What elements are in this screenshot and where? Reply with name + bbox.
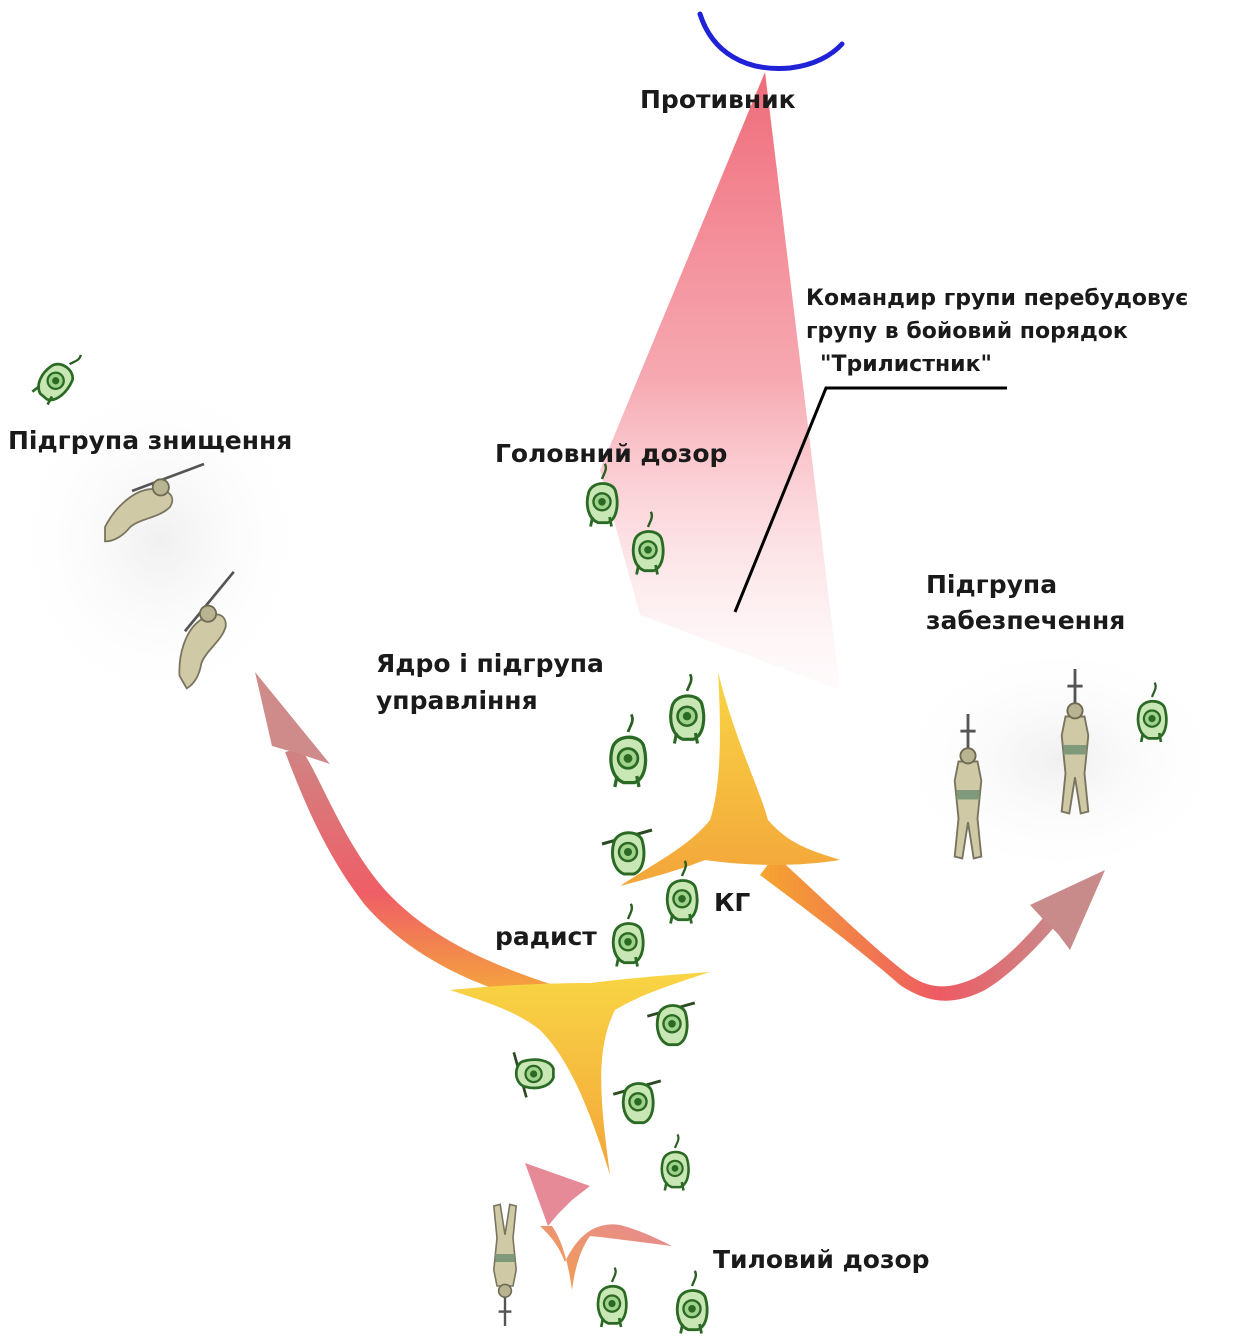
enemy-arc-icon <box>700 14 842 69</box>
enemy-label: Противник <box>640 82 796 118</box>
rear-fork <box>540 1224 672 1290</box>
support-area-halo <box>890 640 1230 880</box>
soldier-top-view-icon <box>598 1268 626 1327</box>
soldier-top-view-icon <box>613 1081 661 1123</box>
core-subgroup-line-1: Ядро і підгрупа <box>376 646 604 682</box>
radio-operator-label: радист <box>495 919 597 955</box>
soldier-top-view-icon <box>602 830 652 874</box>
soldier-top-view-icon <box>514 1052 554 1097</box>
soldier-standing-icon <box>494 1204 516 1326</box>
observation-sector <box>600 72 840 690</box>
destruction-subgroup-label: Підгрупа знищення <box>8 423 292 459</box>
support-subgroup-line-1: Підгрупа <box>926 567 1057 603</box>
soldier-top-view-icon <box>677 1271 707 1334</box>
commander-abbr-label: КГ <box>714 885 750 921</box>
lower-trefoil-fork <box>450 972 710 1175</box>
rear-arrow-head <box>525 1163 590 1226</box>
radio-operator-icon <box>613 904 643 967</box>
soldier-top-view-icon <box>662 1134 689 1190</box>
destruction-area-halo <box>10 370 310 710</box>
left-maneuver-arrow <box>285 748 600 1012</box>
right-maneuver-arrow <box>760 855 1060 1001</box>
soldier-top-view-icon <box>647 1003 695 1045</box>
soldier-top-view-icon <box>611 714 646 787</box>
core-subgroup-line-2: управління <box>376 683 538 719</box>
commander-note-line-3: "Трилистник" <box>820 348 992 381</box>
upper-trefoil-fork <box>620 672 840 886</box>
commander-note-line-2: групу в бойовий порядок <box>806 315 1128 348</box>
head-patrol-label: Головний дозор <box>495 436 727 472</box>
support-subgroup-line-2: забезпечення <box>926 603 1125 639</box>
commander-note-line-1: Командир групи перебудовує <box>806 282 1188 315</box>
rear-patrol-label: Тиловий дозор <box>713 1242 930 1278</box>
soldier-top-view-icon <box>671 674 704 743</box>
left-arrow-head <box>255 672 330 764</box>
